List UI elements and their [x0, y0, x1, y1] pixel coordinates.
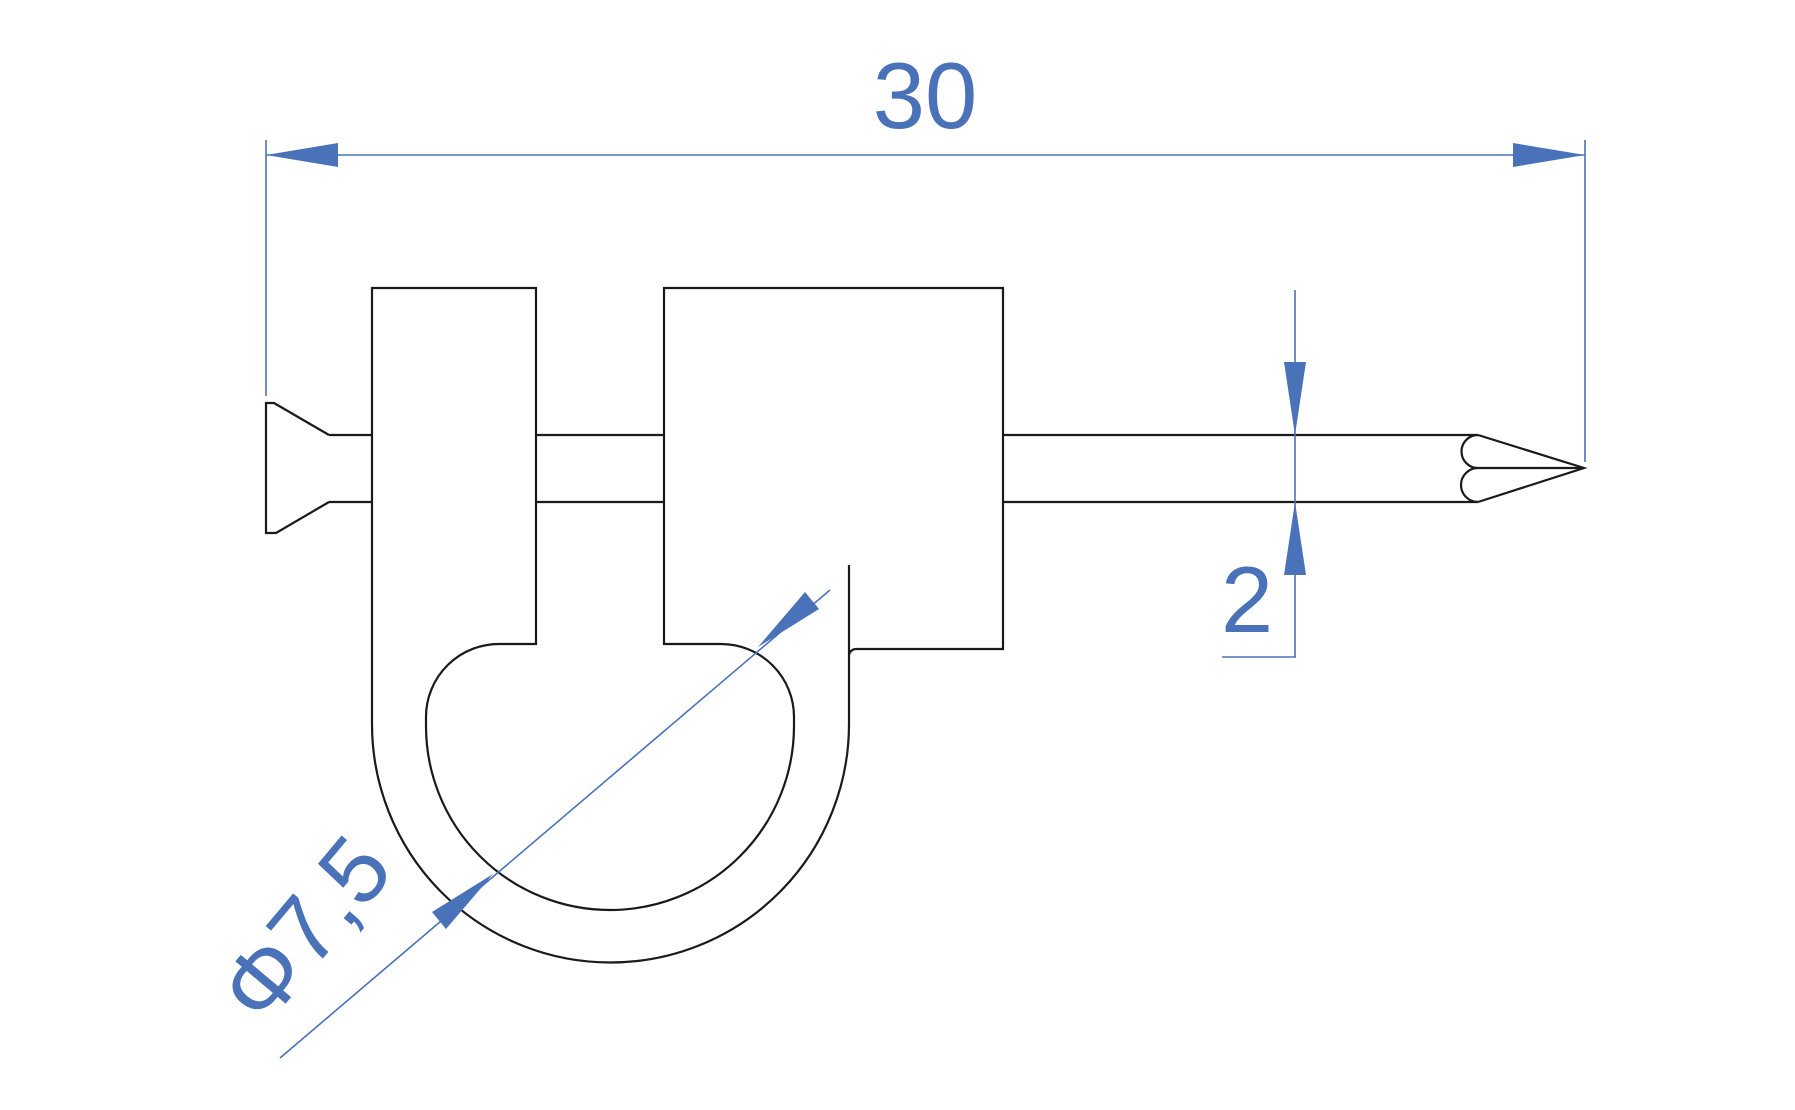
- dimensions: 30 2 Φ7,5: [199, 43, 1586, 1059]
- arrow-up-icon: [1284, 502, 1306, 575]
- nail-head: [264, 401, 330, 535]
- arrow-left-icon: [266, 143, 338, 167]
- arrow-down-icon: [1284, 362, 1306, 435]
- dimension-line-clip-diameter: [279, 589, 831, 1059]
- clip-outer-body: [370, 286, 1005, 912]
- dimension-nail-diameter: 2: [1221, 290, 1306, 658]
- dimension-overall-length: 30: [265, 43, 1586, 462]
- dimension-clip-diameter: Φ7,5: [199, 589, 831, 1059]
- arrow-upper-right-icon: [758, 592, 819, 647]
- cable-clip-part: [264, 286, 1588, 964]
- nail-point-grip-arcs: [1459, 433, 1479, 504]
- dimension-label-clip-diameter: Φ7,5: [199, 817, 412, 1042]
- arrow-lower-left-icon: [432, 874, 493, 929]
- dimension-label-length: 30: [873, 43, 978, 148]
- arrow-right-icon: [1513, 143, 1585, 167]
- dimension-label-nail-diameter: 2: [1221, 547, 1273, 652]
- clip-outer-arc: [370, 656, 851, 964]
